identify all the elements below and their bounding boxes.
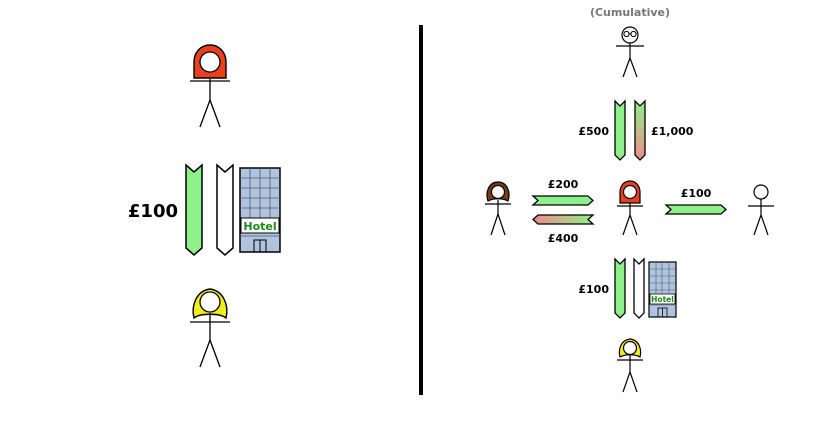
left-bottom-amount: £400 bbox=[548, 232, 579, 245]
green-down-arrow bbox=[185, 163, 203, 256]
right-green-arrow-to-center bbox=[531, 195, 594, 206]
yellow-figure-face bbox=[199, 291, 221, 313]
white-down-arrow bbox=[216, 163, 234, 256]
top-green-amount: £500 bbox=[578, 125, 609, 138]
left-mixed-arrow-to-brown bbox=[532, 214, 595, 225]
left-amount-label: £100 bbox=[128, 201, 178, 222]
plain-figure bbox=[748, 184, 774, 236]
brown-figure bbox=[485, 181, 511, 236]
left-hotel-sign: Hotel bbox=[243, 220, 276, 233]
right-hotel-sign: Hotel bbox=[651, 295, 674, 304]
top-mixed-amount: £1,000 bbox=[651, 125, 694, 138]
small-hotel-building-icon: Hotel bbox=[648, 261, 677, 318]
right-panel: (Cumulative) £500 £1,000 bbox=[485, 6, 774, 393]
top-green-down-arrow bbox=[614, 99, 626, 161]
bottom-white-down-arrow bbox=[633, 257, 645, 319]
bottom-green-down-arrow bbox=[614, 257, 626, 319]
left-top-amount: £200 bbox=[548, 178, 579, 191]
red-figure bbox=[190, 44, 230, 128]
glasses-figure bbox=[616, 26, 644, 78]
glasses-icon bbox=[623, 30, 637, 38]
hotel-building-icon: Hotel bbox=[239, 167, 281, 253]
left-green-arrow-from-plain-figure bbox=[664, 204, 727, 215]
left-panel: £100 Hotel bbox=[128, 44, 281, 368]
cumulative-caption: (Cumulative) bbox=[590, 6, 670, 19]
yellow-figure bbox=[190, 288, 230, 368]
bottom-yellow-figure bbox=[617, 338, 643, 393]
right-amount: £100 bbox=[681, 187, 712, 200]
red-figure-face bbox=[199, 51, 221, 73]
bottom-amount: £100 bbox=[578, 283, 609, 296]
top-mixed-down-arrow bbox=[634, 99, 646, 161]
center-red-figure bbox=[617, 180, 643, 236]
